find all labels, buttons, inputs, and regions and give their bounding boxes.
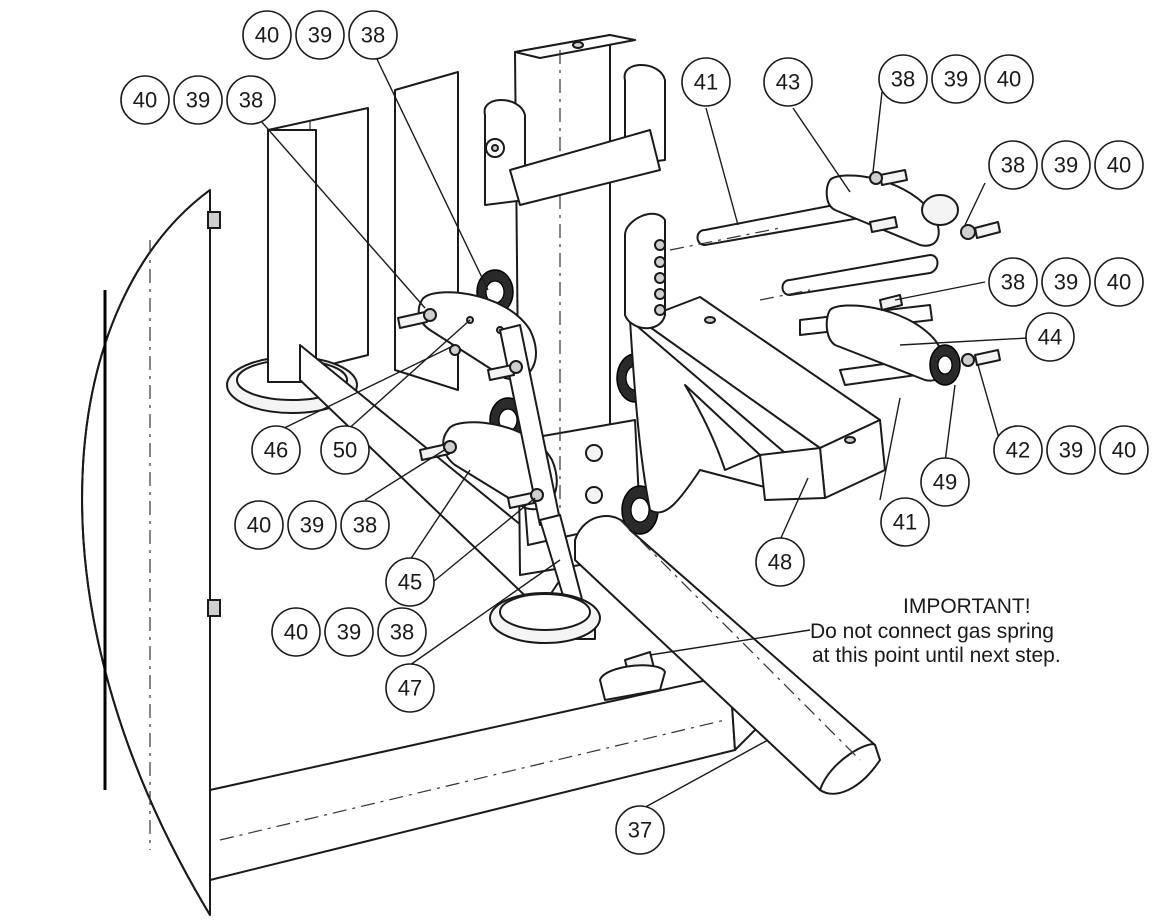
svg-text:46: 46 bbox=[264, 438, 288, 463]
balloon-37: 37 bbox=[615, 805, 665, 855]
svg-text:38: 38 bbox=[891, 67, 915, 92]
svg-text:38: 38 bbox=[361, 23, 385, 48]
important-note: IMPORTANT! Do not connect gas spring at … bbox=[810, 595, 1061, 667]
svg-text:40: 40 bbox=[1107, 270, 1131, 295]
svg-text:39: 39 bbox=[337, 620, 361, 645]
balloon-39: 39 bbox=[324, 607, 374, 657]
note-line-1: Do not connect gas spring bbox=[810, 620, 1054, 643]
svg-text:39: 39 bbox=[308, 23, 332, 48]
svg-text:39: 39 bbox=[300, 513, 324, 538]
balloon-38: 38 bbox=[226, 75, 276, 125]
svg-text:50: 50 bbox=[333, 438, 357, 463]
svg-text:39: 39 bbox=[1054, 153, 1078, 178]
svg-text:40: 40 bbox=[133, 88, 157, 113]
svg-text:42: 42 bbox=[1006, 438, 1030, 463]
balloon-40: 40 bbox=[120, 75, 170, 125]
balloon-40: 40 bbox=[1094, 140, 1144, 190]
balloon-40: 40 bbox=[271, 607, 321, 657]
balloon-50: 50 bbox=[320, 425, 370, 475]
svg-text:39: 39 bbox=[186, 88, 210, 113]
lower-foot bbox=[489, 592, 601, 644]
balloon-38: 38 bbox=[340, 500, 390, 550]
balloon-39: 39 bbox=[931, 54, 981, 104]
balloon-40: 40 bbox=[1094, 257, 1144, 307]
balloon-40: 40 bbox=[242, 10, 292, 60]
top-yoke bbox=[483, 64, 666, 206]
svg-text:45: 45 bbox=[398, 570, 422, 595]
balloon-46: 46 bbox=[251, 425, 301, 475]
frame-cutaway bbox=[81, 189, 221, 916]
lift-arm-plate bbox=[624, 212, 666, 330]
balloon-40: 40 bbox=[234, 500, 284, 550]
balloon-41: 41 bbox=[880, 497, 930, 547]
balloon-49: 49 bbox=[920, 457, 970, 507]
balloon-38: 38 bbox=[988, 257, 1038, 307]
svg-text:40: 40 bbox=[247, 513, 271, 538]
balloon-44: 44 bbox=[1025, 312, 1075, 362]
fasteners bbox=[397, 169, 1001, 509]
svg-text:40: 40 bbox=[997, 67, 1021, 92]
svg-text:39: 39 bbox=[1054, 270, 1078, 295]
svg-text:38: 38 bbox=[239, 88, 263, 113]
svg-text:38: 38 bbox=[390, 620, 414, 645]
svg-text:38: 38 bbox=[1001, 270, 1025, 295]
balloon-39: 39 bbox=[173, 75, 223, 125]
svg-text:39: 39 bbox=[1059, 438, 1083, 463]
balloon-39: 39 bbox=[1046, 425, 1096, 475]
balloon-48: 48 bbox=[755, 537, 805, 587]
right-plates bbox=[825, 174, 961, 386]
balloon-40: 40 bbox=[984, 54, 1034, 104]
note-heading: IMPORTANT! bbox=[903, 595, 1031, 618]
balloon-45: 45 bbox=[385, 557, 435, 607]
svg-text:48: 48 bbox=[768, 550, 792, 575]
balloons: 40 39 38 40 39 38 41 43 38 39 40 38 39 4… bbox=[120, 10, 1149, 855]
svg-text:41: 41 bbox=[694, 70, 718, 95]
balloon-39: 39 bbox=[1041, 140, 1091, 190]
balloon-39: 39 bbox=[287, 500, 337, 550]
balloon-40: 40 bbox=[1099, 425, 1149, 475]
balloon-41: 41 bbox=[681, 57, 731, 107]
svg-text:40: 40 bbox=[255, 23, 279, 48]
balloon-38: 38 bbox=[377, 607, 427, 657]
balloon-38: 38 bbox=[988, 140, 1038, 190]
svg-text:39: 39 bbox=[944, 67, 968, 92]
balloon-39: 39 bbox=[1041, 257, 1091, 307]
balloon-43: 43 bbox=[763, 57, 813, 107]
svg-text:40: 40 bbox=[1107, 153, 1131, 178]
balloon-39: 39 bbox=[295, 10, 345, 60]
note-line-2: at this point until next step. bbox=[812, 644, 1061, 667]
balloon-38: 38 bbox=[878, 54, 928, 104]
svg-text:38: 38 bbox=[1001, 153, 1025, 178]
svg-text:43: 43 bbox=[776, 70, 800, 95]
svg-text:47: 47 bbox=[398, 676, 422, 701]
leader-lines bbox=[252, 54, 1029, 811]
svg-text:41: 41 bbox=[893, 510, 917, 535]
svg-text:40: 40 bbox=[284, 620, 308, 645]
diagonal-tube bbox=[574, 515, 881, 795]
balloon-42: 42 bbox=[993, 425, 1043, 475]
support-bracket bbox=[629, 296, 886, 514]
svg-text:37: 37 bbox=[628, 818, 652, 843]
svg-text:38: 38 bbox=[353, 513, 377, 538]
svg-text:49: 49 bbox=[933, 470, 957, 495]
balloon-47: 47 bbox=[385, 663, 435, 713]
balloon-38: 38 bbox=[348, 10, 398, 60]
svg-text:40: 40 bbox=[1112, 438, 1136, 463]
svg-text:44: 44 bbox=[1038, 325, 1062, 350]
